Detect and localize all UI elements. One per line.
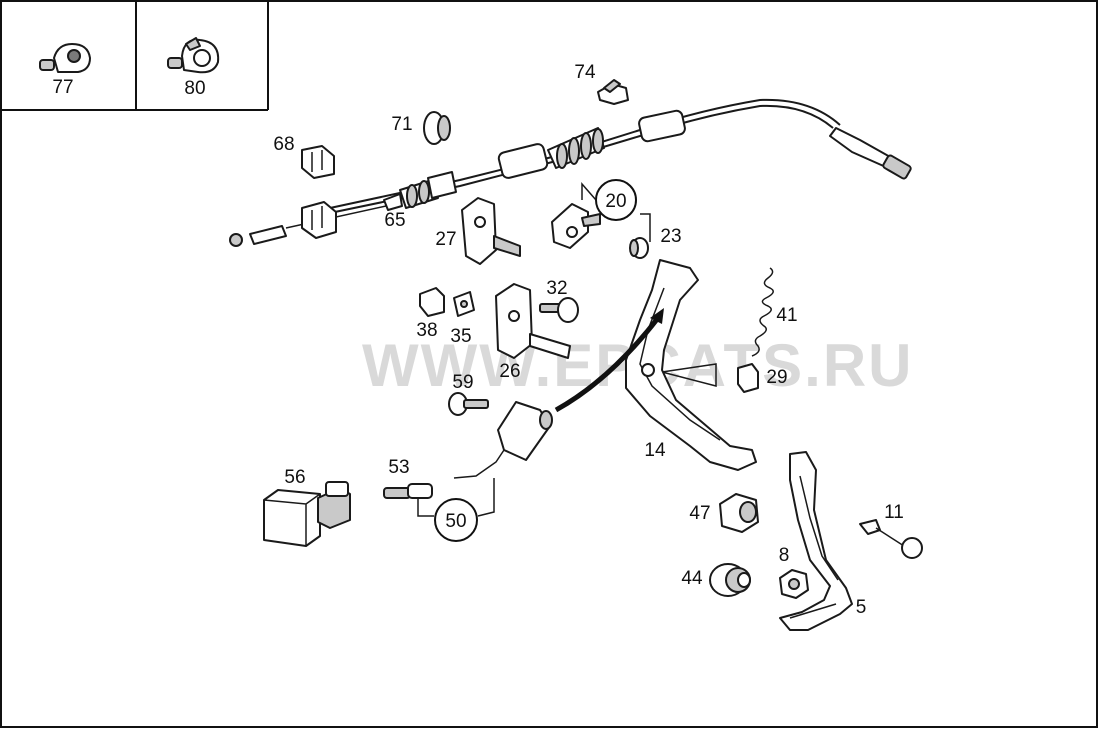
callout-circle-50: [434, 498, 478, 542]
part-11-rivet: [859, 519, 923, 559]
callout-32: 32: [546, 278, 567, 299]
part-27-mount: [461, 197, 521, 265]
part-59-bolt: [448, 392, 489, 416]
part-74-clip: [597, 79, 629, 105]
part-53-pin: [383, 483, 433, 499]
callout-56: 56: [284, 467, 305, 488]
part-50-switch: [417, 401, 553, 517]
part-32-bolt: [539, 297, 579, 323]
callout-44: 44: [681, 568, 703, 589]
callout-50: 50: [445, 511, 466, 532]
part-26-mount: [495, 283, 571, 359]
callout-23: 23: [660, 226, 681, 247]
callout-29: 29: [766, 367, 787, 388]
callout-11: 11: [884, 502, 904, 523]
callout-20: 20: [605, 191, 626, 212]
part-47-switch: [719, 493, 759, 533]
assembly-arrow: [554, 316, 660, 413]
callout-80: 80: [184, 78, 205, 99]
part-5-pedal: [779, 451, 853, 631]
assembly-arrow-head: [650, 308, 664, 324]
callout-47: 47: [689, 503, 710, 524]
callout-14: 14: [644, 440, 666, 461]
part-71-grommet: [423, 111, 451, 145]
part-65-cable-end: [229, 201, 387, 247]
part-cable-assembly: [329, 98, 912, 214]
callout-26: 26: [499, 361, 520, 382]
callout-65: 65: [384, 210, 405, 231]
part-56-relay: [263, 481, 351, 547]
part-77-clip: [39, 43, 91, 73]
part-23-bushing: [629, 237, 649, 259]
inset-box: [1, 1, 269, 111]
part-8-nut: [779, 569, 809, 599]
part-29-clip: [661, 363, 759, 393]
callout-circle-20: [595, 179, 637, 221]
part-68-retainer: [301, 145, 335, 179]
part-35-plate: [453, 291, 475, 317]
part-41-spring: [751, 267, 774, 357]
callout-59: 59: [452, 372, 473, 393]
callout-27: 27: [435, 229, 456, 250]
callout-38: 38: [416, 320, 437, 341]
leader-20: [581, 182, 651, 242]
callout-68: 68: [273, 134, 294, 155]
callout-35: 35: [450, 326, 471, 347]
callout-5: 5: [856, 597, 867, 618]
callout-8: 8: [779, 545, 790, 566]
part-80-clip: [167, 37, 220, 74]
callout-71: 71: [391, 114, 412, 135]
callout-74: 74: [574, 62, 596, 83]
part-44-switch: [709, 563, 751, 597]
part-38-clip: [419, 287, 445, 317]
callout-53: 53: [388, 457, 409, 478]
callout-41: 41: [776, 305, 797, 326]
part-20-bracket: [551, 203, 601, 249]
callout-77: 77: [52, 77, 73, 98]
